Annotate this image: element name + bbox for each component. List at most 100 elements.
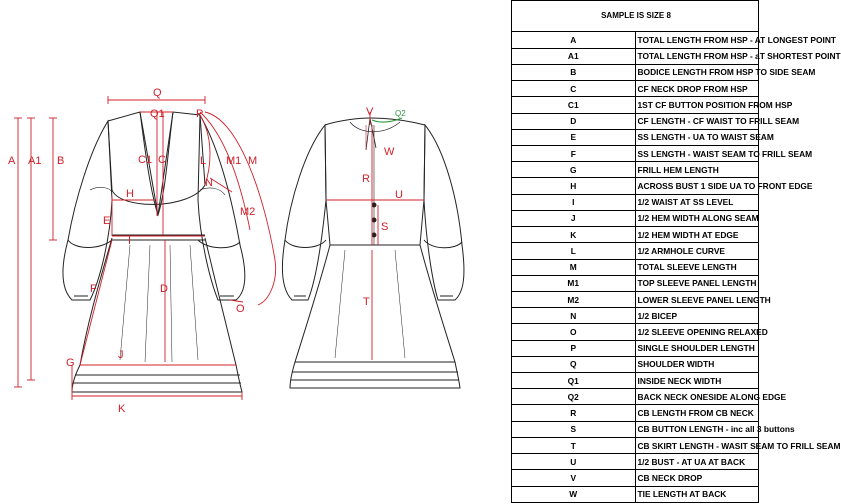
label-S: S — [381, 221, 388, 233]
spec-description: 1/2 BICEP — [634, 307, 759, 325]
spec-description: TIE LENGTH AT BACK — [634, 485, 759, 504]
spec-code: C1 — [511, 96, 636, 114]
spec-description: SS LENGTH - UA TO WAIST SEAM — [634, 128, 774, 146]
spec-description: ACROSS BUST 1 SIDE UA TO FRONT EDGE — [634, 177, 812, 195]
back-measure-lines — [326, 112, 424, 360]
spec-code: M1 — [511, 274, 636, 292]
label-G: G — [66, 357, 75, 369]
spec-description: SHOULDER WIDTH — [634, 355, 759, 374]
garment-sketch: A A1 B Q Q1 C1 C P L M1 M N H M2 E I F D… — [8, 87, 465, 415]
label-M: M — [248, 155, 257, 167]
spec-description: BODICE LENGTH FROM HSP TO SIDE SEAM — [634, 63, 815, 82]
spec-description: TOTAL LENGTH FROM HSP - aT SHORTEST POIN… — [634, 47, 841, 65]
spec-code: B — [511, 63, 636, 82]
label-T: T — [363, 296, 370, 308]
spec-description: LOWER SLEEVE PANEL LENGTH — [634, 290, 771, 309]
spec-description: 1/2 ARMHOLE CURVE — [634, 242, 759, 260]
spec-description: BACK NECK ONESIDE ALONG EDGE — [634, 388, 786, 406]
spec-description: CB BUTTON LENGTH - inc all 3 buttons — [634, 420, 795, 438]
spec-description: TOTAL SLEEVE LENGTH — [634, 258, 759, 276]
spec-code: C — [511, 80, 636, 98]
spec-code: J — [511, 209, 636, 228]
back-labels: V Q2 W R U S T — [362, 106, 406, 308]
spec-description: CB NECK DROP — [634, 469, 759, 487]
label-F: F — [90, 283, 97, 295]
spec-description: 1/2 WAIST AT SS LEVEL — [634, 193, 759, 211]
spec-code: I — [511, 193, 636, 211]
spec-code: V — [511, 469, 636, 487]
spec-code: G — [511, 161, 636, 179]
spec-description: CB SKIRT LENGTH - WASIT SEAM TO FRILL SE… — [634, 436, 841, 455]
label-C1: C1 — [138, 154, 152, 166]
label-H: H — [126, 188, 134, 200]
label-Q2: Q2 — [395, 109, 406, 118]
label-W: W — [384, 146, 395, 158]
spec-code: U — [511, 453, 636, 471]
back-dress-drawing — [281, 117, 465, 389]
spec-description: 1/2 SLEEVE OPENING RELAXED — [634, 323, 768, 341]
spec-code: F — [511, 144, 636, 163]
label-D: D — [160, 283, 168, 295]
label-A1: A1 — [28, 155, 41, 167]
label-M2: M2 — [240, 206, 255, 218]
label-M1: M1 — [226, 155, 241, 167]
label-Q1: Q1 — [150, 108, 165, 120]
label-B: B — [57, 155, 64, 167]
spec-code: Q — [511, 355, 636, 374]
label-Q: Q — [153, 87, 162, 99]
label-L: L — [200, 155, 206, 167]
spec-description: 1/2 BUST - AT UA AT BACK — [634, 453, 759, 471]
label-V: V — [366, 106, 374, 118]
spec-code: W — [511, 485, 636, 504]
front-labels: A A1 B Q Q1 C1 C P L M1 M N H M2 E I F D… — [8, 87, 257, 415]
spec-description: FRILL HEM LENGTH — [634, 161, 759, 179]
label-I: I — [128, 235, 131, 247]
label-J: J — [118, 349, 124, 361]
spec-description: CF NECK DROP FROM HSP — [634, 80, 759, 98]
label-N: N — [205, 177, 213, 189]
spec-description: TOP SLEEVE PANEL LENGTH — [634, 274, 759, 292]
spec-code: S — [511, 420, 636, 438]
front-measure-lines — [14, 96, 277, 400]
spec-description: INSIDE NECK WIDTH — [634, 372, 759, 390]
spec-code: D — [511, 112, 636, 130]
spec-description: SINGLE SHOULDER LENGTH — [634, 339, 759, 357]
spec-description: SS LENGTH - WAIST SEAM TO FRILL SEAM — [634, 144, 812, 163]
spec-description: CB LENGTH FROM CB NECK — [634, 404, 759, 422]
spec-code: K — [511, 226, 636, 244]
spec-code: A1 — [511, 47, 636, 65]
label-P: P — [196, 108, 203, 120]
front-dress-drawing — [62, 111, 246, 393]
spec-code: P — [511, 339, 636, 357]
spec-header: SAMPLE IS SIZE 8 — [511, 0, 759, 33]
spec-description: 1ST CF BUTTON POSITION FROM HSP — [634, 96, 792, 114]
label-C: C — [158, 154, 166, 166]
spec-code: R — [511, 404, 636, 422]
label-K: K — [118, 403, 126, 415]
spec-header-row: SAMPLE IS SIZE 8 — [511, 0, 759, 33]
label-E: E — [103, 215, 110, 227]
label-U: U — [395, 189, 403, 201]
